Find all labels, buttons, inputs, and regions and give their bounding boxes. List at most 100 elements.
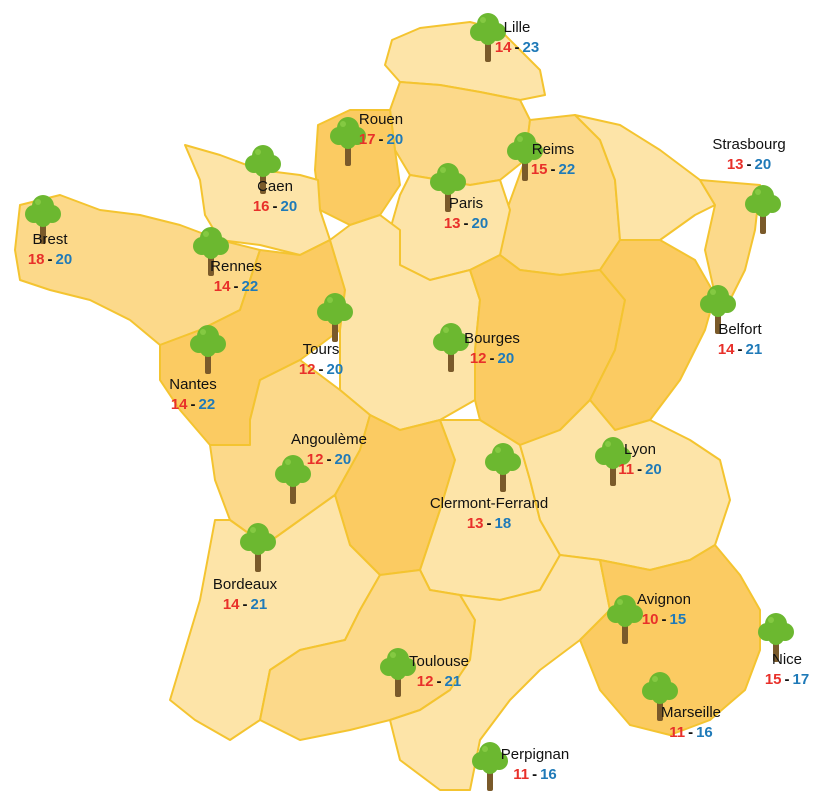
city-name: Lyon xyxy=(624,441,656,458)
temperature-range: 10-15 xyxy=(637,610,691,630)
range-separator: - xyxy=(272,198,278,215)
region-franche-comte xyxy=(589,239,716,431)
temperature-range: 12-20 xyxy=(291,450,367,470)
temperature-range: 15-17 xyxy=(765,670,809,690)
min-temperature: 12 xyxy=(298,361,316,378)
range-separator: - xyxy=(746,156,752,173)
city-label: Strasbourg 13-20 xyxy=(712,135,785,175)
max-temperature: 21 xyxy=(444,673,462,690)
temperature-range: 13-20 xyxy=(712,155,785,175)
min-temperature: 11 xyxy=(513,766,530,783)
min-temperature: 14 xyxy=(213,278,231,295)
temperature-range: 13-18 xyxy=(430,514,548,534)
temperature-range: 12-20 xyxy=(464,349,520,369)
range-separator: - xyxy=(550,161,556,178)
temperature-range: 14-22 xyxy=(169,395,217,415)
city-name: Nantes xyxy=(169,376,217,393)
city-name: Avignon xyxy=(637,591,691,608)
max-temperature: 15 xyxy=(669,611,687,628)
region-paca xyxy=(579,544,761,736)
min-temperature: 11 xyxy=(618,461,635,478)
range-separator: - xyxy=(637,461,643,478)
range-separator: - xyxy=(326,451,332,468)
city-name: Toulouse xyxy=(408,653,470,670)
range-separator: - xyxy=(463,215,469,232)
min-temperature: 17 xyxy=(358,131,376,148)
city-label: Perpignan 11-16 xyxy=(501,745,569,785)
city-name: Rouen xyxy=(358,111,404,128)
max-temperature: 20 xyxy=(326,361,344,378)
min-temperature: 15 xyxy=(530,161,548,178)
city-name: Reims xyxy=(531,141,575,158)
range-separator: - xyxy=(47,251,53,268)
temperature-range: 15-22 xyxy=(531,160,575,180)
min-temperature: 12 xyxy=(306,451,324,468)
temperature-range: 12-21 xyxy=(409,672,469,692)
city-label: Avignon 10-15 xyxy=(637,590,691,630)
max-temperature: 16 xyxy=(540,766,557,783)
city-name: Bourges xyxy=(464,330,520,347)
min-temperature: 13 xyxy=(466,515,484,532)
city-name: Paris xyxy=(448,195,484,212)
temperature-range: 18-20 xyxy=(28,250,72,270)
city-name: Lille xyxy=(503,19,531,36)
range-separator: - xyxy=(661,611,667,628)
city-name: Brest xyxy=(32,231,68,248)
city-label: Toulouse 12-21 xyxy=(409,652,469,692)
city-name: Bordeaux xyxy=(212,576,278,593)
temperature-range: 14-21 xyxy=(213,595,277,615)
city-label: Lyon 11-20 xyxy=(618,440,662,480)
max-temperature: 21 xyxy=(745,341,763,358)
range-separator: - xyxy=(486,515,492,532)
temperature-range: 11-16 xyxy=(501,765,569,785)
max-temperature: 20 xyxy=(754,156,772,173)
temperature-range: 14-23 xyxy=(495,38,539,58)
min-temperature: 10 xyxy=(641,611,659,628)
city-label: Bourges 12-20 xyxy=(464,329,520,369)
max-temperature: 21 xyxy=(250,596,268,613)
max-temperature: 22 xyxy=(198,396,216,413)
city-name: Angoulème xyxy=(291,431,367,448)
range-separator: - xyxy=(784,671,790,688)
max-temperature: 20 xyxy=(497,350,515,367)
min-temperature: 11 xyxy=(669,724,686,741)
range-separator: - xyxy=(532,766,538,783)
min-temperature: 12 xyxy=(469,350,487,367)
max-temperature: 20 xyxy=(471,215,489,232)
city-label: Angoulème 12-20 xyxy=(291,430,367,470)
min-temperature: 14 xyxy=(494,39,512,56)
city-name: Caen xyxy=(257,178,293,195)
min-temperature: 18 xyxy=(27,251,45,268)
city-label: Clermont-Ferrand 13-18 xyxy=(430,494,548,534)
temperature-range: 14-22 xyxy=(210,277,262,297)
max-temperature: 18 xyxy=(494,515,512,532)
range-separator: - xyxy=(436,673,442,690)
city-name: Clermont-Ferrand xyxy=(429,495,549,512)
temperature-range: 11-20 xyxy=(618,460,662,480)
city-name: Perpignan xyxy=(500,746,570,763)
min-temperature: 12 xyxy=(416,673,434,690)
temperature-range: 13-20 xyxy=(444,214,488,234)
max-temperature: 20 xyxy=(280,198,298,215)
city-name: Nice xyxy=(771,651,802,668)
max-temperature: 22 xyxy=(558,161,576,178)
max-temperature: 23 xyxy=(522,39,540,56)
range-separator: - xyxy=(233,278,239,295)
city-name: Strasbourg xyxy=(712,136,786,153)
min-temperature: 14 xyxy=(717,341,735,358)
max-temperature: 20 xyxy=(386,131,404,148)
max-temperature: 20 xyxy=(55,251,73,268)
max-temperature: 17 xyxy=(792,671,810,688)
city-label: Nice 15-17 xyxy=(765,650,809,690)
range-separator: - xyxy=(737,341,743,358)
max-temperature: 22 xyxy=(241,278,259,295)
temperature-range: 11-16 xyxy=(661,723,721,743)
min-temperature: 13 xyxy=(443,215,461,232)
min-temperature: 16 xyxy=(252,198,270,215)
city-name: Rennes xyxy=(210,258,262,275)
temperature-range: 12-20 xyxy=(299,360,343,380)
